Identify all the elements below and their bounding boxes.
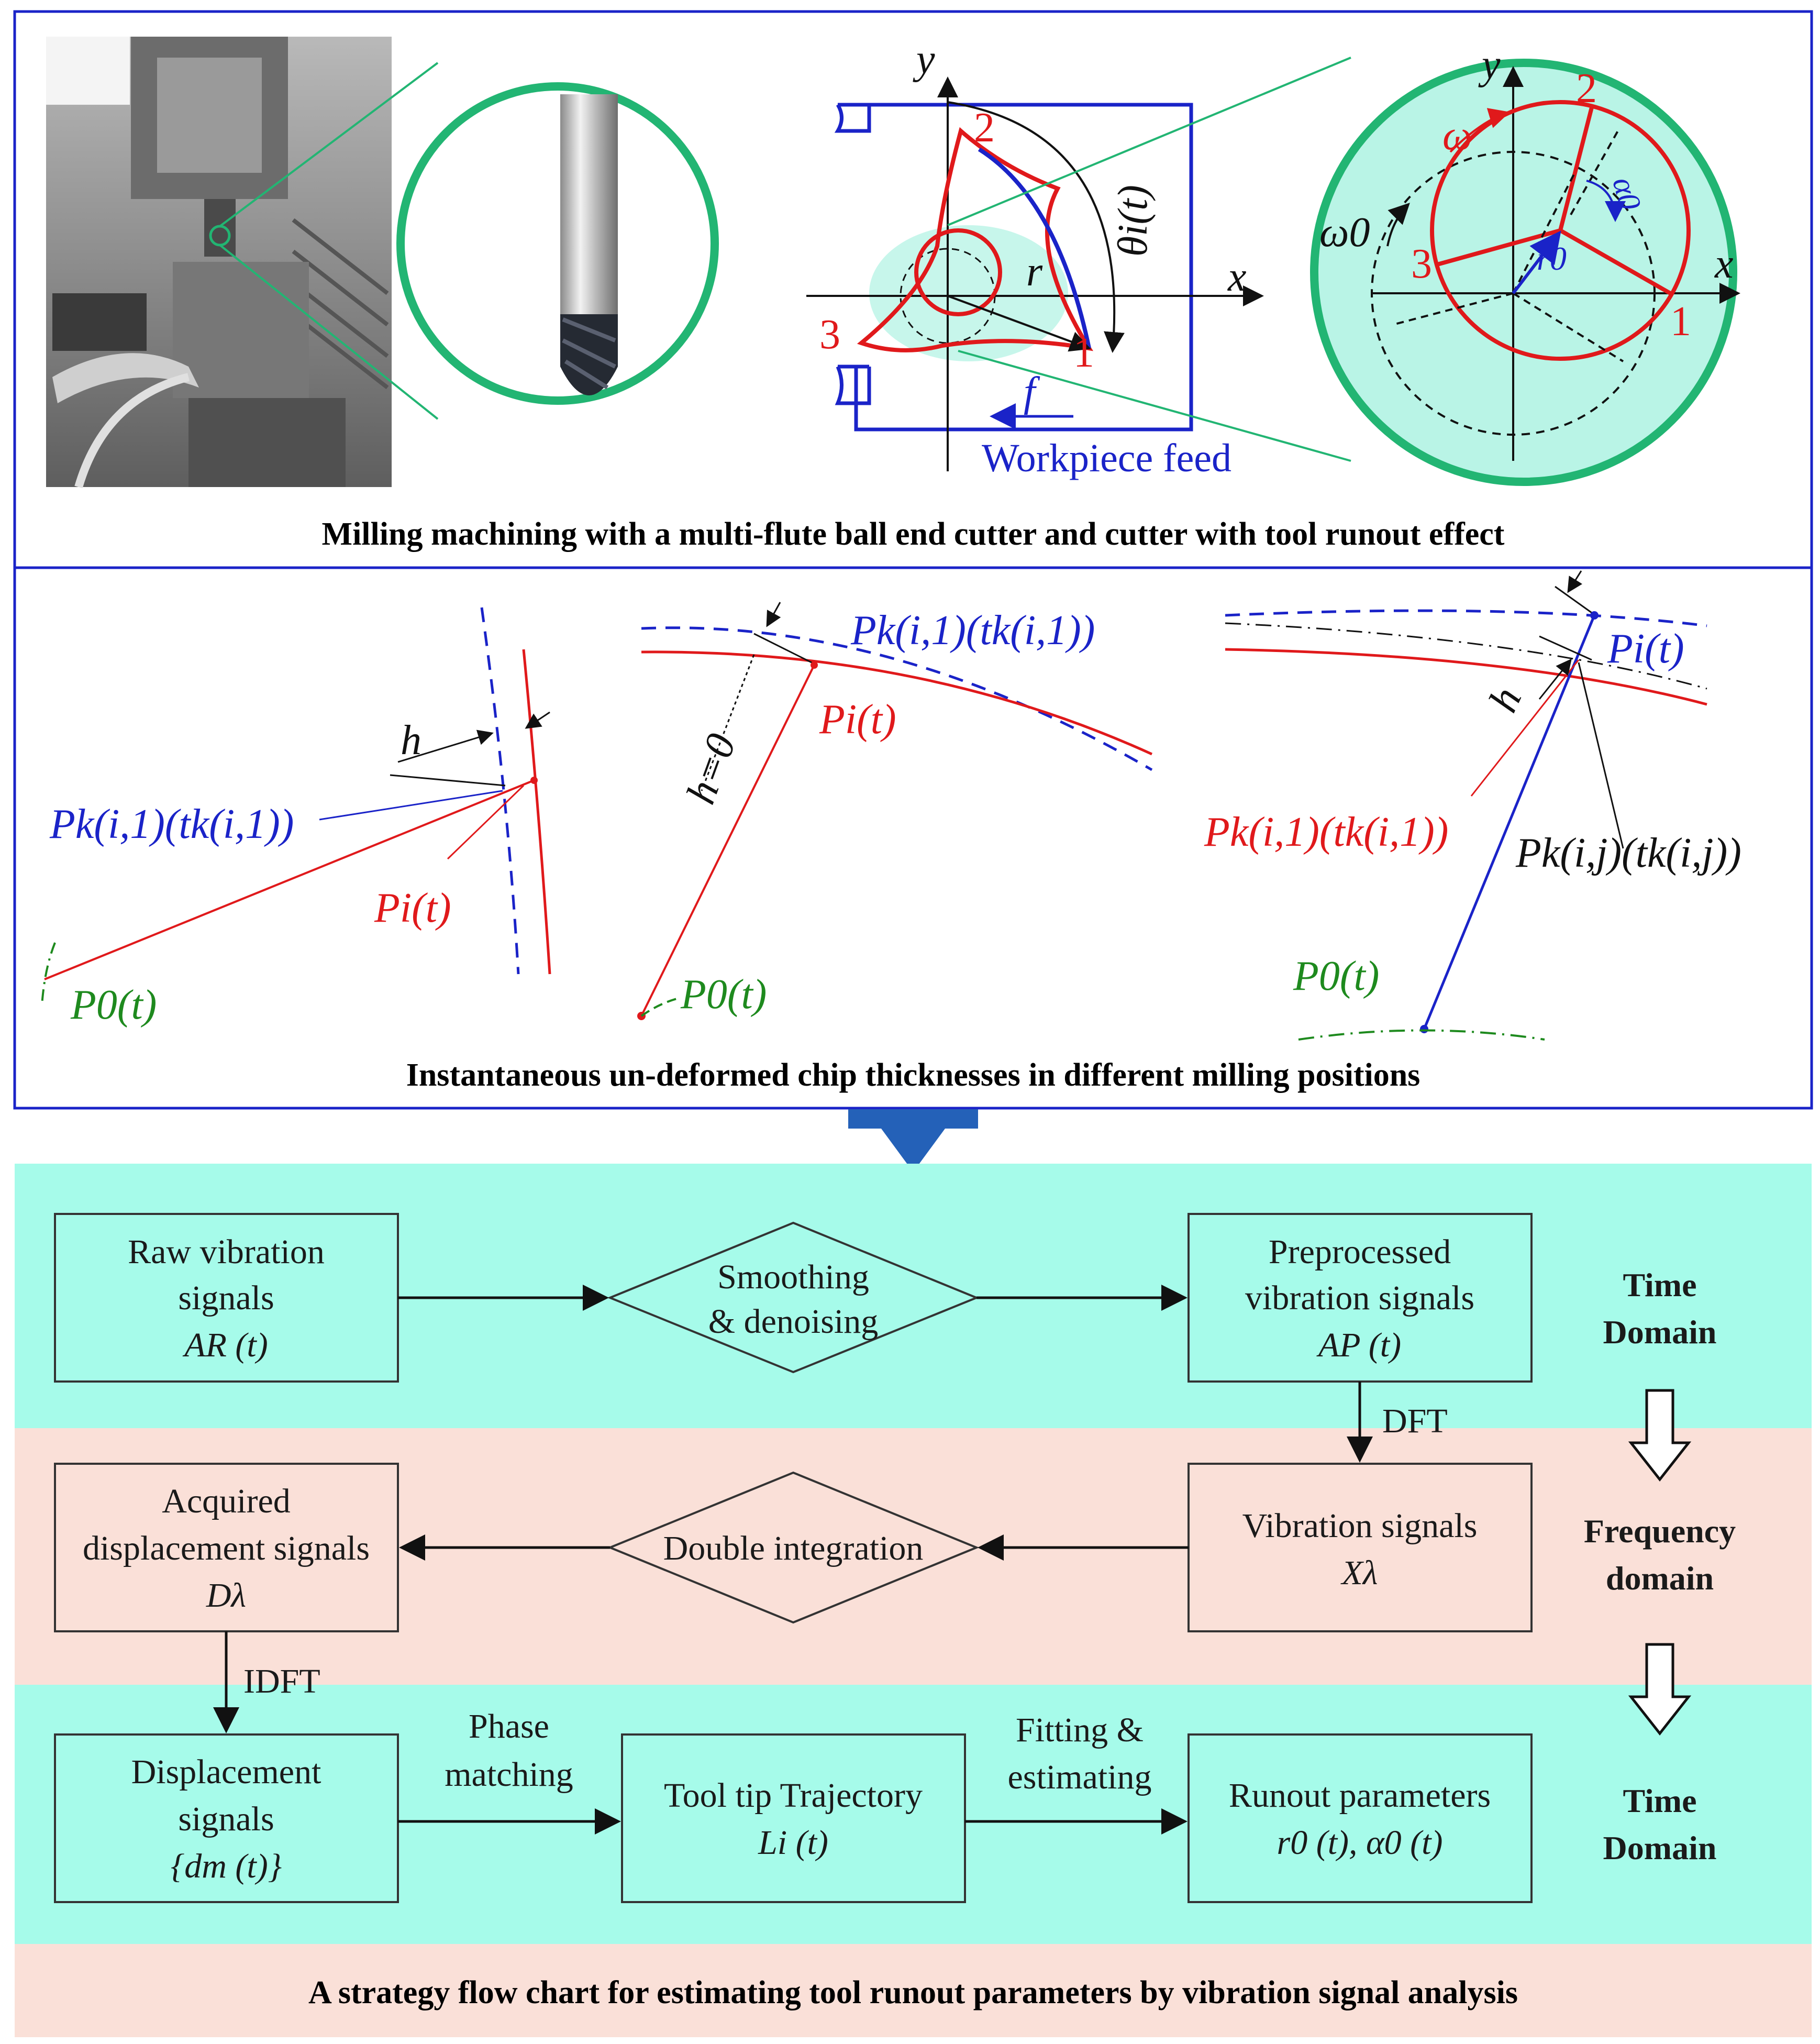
pre-line2: vibration signals [1245,1279,1474,1317]
flute-2-label: 2 [974,105,995,151]
frequency-domain-band [15,1428,1812,1685]
phase-line2: matching [445,1755,573,1794]
runout-parameters-box [1188,1733,1533,1903]
acq-line1: Acquired [162,1482,291,1520]
chip-thickness-middle: h=0 Pk(i,1)(tk(i,1)) Pi(t) P0(t) [637,602,1153,1020]
middle-pi-label: Pi(t) [819,697,896,743]
radius-label: r [1026,249,1043,295]
disp-line1: Displacement [131,1753,321,1791]
pre-line1: Preprocessed [1269,1233,1451,1271]
acq-line2: displacement signals [83,1529,370,1567]
omega-label: ω [1442,113,1472,159]
zoom-line [219,62,439,227]
ball-end-cutter-image [396,82,719,405]
theta-label: θi(t) [1110,185,1156,257]
acq-var: Dλ [206,1576,246,1615]
chip-thickness-right: h Pi(t) Pk(i,1)(tk(i,1)) Pk(i,j)(tk(i,j)… [1204,570,1741,1041]
phase-line1: Phase [469,1707,549,1745]
traj-line1: Tool tip Trajectory [664,1776,923,1815]
vib-var: Xλ [1340,1554,1378,1592]
flute-3-label: 3 [819,312,840,358]
axis-y-label: y [913,37,935,83]
time-domain-band-2 [15,1685,1812,1944]
zoom-line [219,244,439,420]
r0-label: r0 [1537,240,1567,277]
workpiece-feed-label: Workpiece feed [982,436,1231,480]
axis-x-label: x [1227,254,1247,300]
zoom-axis-x-label: x [1714,241,1734,287]
runout-zoom-diagram: y x 2 3 1 ω ω0 r0 α0 [1310,42,1740,486]
pre-var: AP (t) [1316,1326,1401,1364]
left-h-label: h [401,717,421,764]
runout-line1: Runout parameters [1229,1776,1491,1815]
domain-arrow-icon [1628,1643,1692,1736]
side-time1-line2: Domain [1603,1313,1717,1351]
right-pi-label: Pi(t) [1607,626,1684,672]
double-label: Double integration [663,1529,924,1567]
smooth-line2: & denoising [708,1302,879,1341]
side-time1-line1: Time [1623,1266,1696,1303]
side-freq-line2: domain [1606,1560,1714,1597]
side-freq-line1: Frequency [1584,1512,1736,1550]
flute-1-label: 1 [1073,330,1094,376]
fit-line1: Fitting & [1016,1711,1144,1749]
runout-var: r0 (t), α0 (t) [1277,1824,1443,1862]
cutting-geometry-diagram: y x 2 3 1 r θi(t) f Workpiece feed [806,37,1351,480]
zoom-flute-2-label: 2 [1576,65,1597,112]
zoom-flute-3-label: 3 [1411,241,1432,287]
double-integration-diamond [607,1471,980,1624]
caption-band [15,1944,1812,2037]
machine-photo [46,37,392,489]
panel-1-caption: Milling machining with a multi-flute bal… [322,516,1505,552]
trajectory-box [621,1733,966,1903]
middle-p0-label: P0(t) [680,971,767,1018]
dft-label: DFT [1382,1402,1448,1440]
transition-arrow-icon [848,1109,978,1172]
flowchart: Raw vibration signals AR (t) Smoothing &… [15,1164,1812,2037]
panel-2-caption: Instantaneous un-deformed chip thickness… [406,1057,1421,1093]
traj-var: Li (t) [758,1824,828,1862]
left-pk-label: Pk(i,1)(tk(i,1)) [49,801,294,847]
omega0-label: ω0 [1319,209,1370,256]
time-domain-band [15,1164,1812,1428]
middle-pk-label: Pk(i,1)(tk(i,1)) [850,607,1095,654]
raw-var: AR (t) [182,1326,268,1364]
right-p0-label: P0(t) [1293,953,1379,999]
chip-thickness-left: h Pk(i,1)(tk(i,1)) Pi(t) P0(t) [41,607,551,1028]
vib-line1: Vibration signals [1242,1507,1478,1545]
flowchart-caption: A strategy flow chart for estimating too… [308,1975,1518,2010]
displacement-box [54,1733,399,1903]
disp-line2: signals [178,1800,274,1838]
fit-line2: estimating [1008,1758,1152,1796]
side-time2-line2: Domain [1603,1829,1717,1866]
panel-2-frame [13,566,1813,1110]
smooth-line1: Smoothing [717,1258,869,1296]
raw-line2: signals [178,1279,274,1317]
domain-arrow-icon [1628,1389,1692,1482]
idft-label: IDFT [243,1662,320,1700]
zoom-flute-1-label: 1 [1670,299,1691,345]
left-pi-label: Pi(t) [374,885,451,931]
zoom-axis-y-label: y [1478,42,1501,88]
left-p0-label: P0(t) [70,982,157,1028]
right-pkj-label: Pk(i,j)(tk(i,j)) [1515,830,1741,876]
disp-var: {dm (t)} [171,1847,282,1885]
raw-line1: Raw vibration [128,1233,325,1271]
right-pk1-label: Pk(i,1)(tk(i,1)) [1204,809,1448,855]
side-time2-line1: Time [1623,1782,1696,1819]
